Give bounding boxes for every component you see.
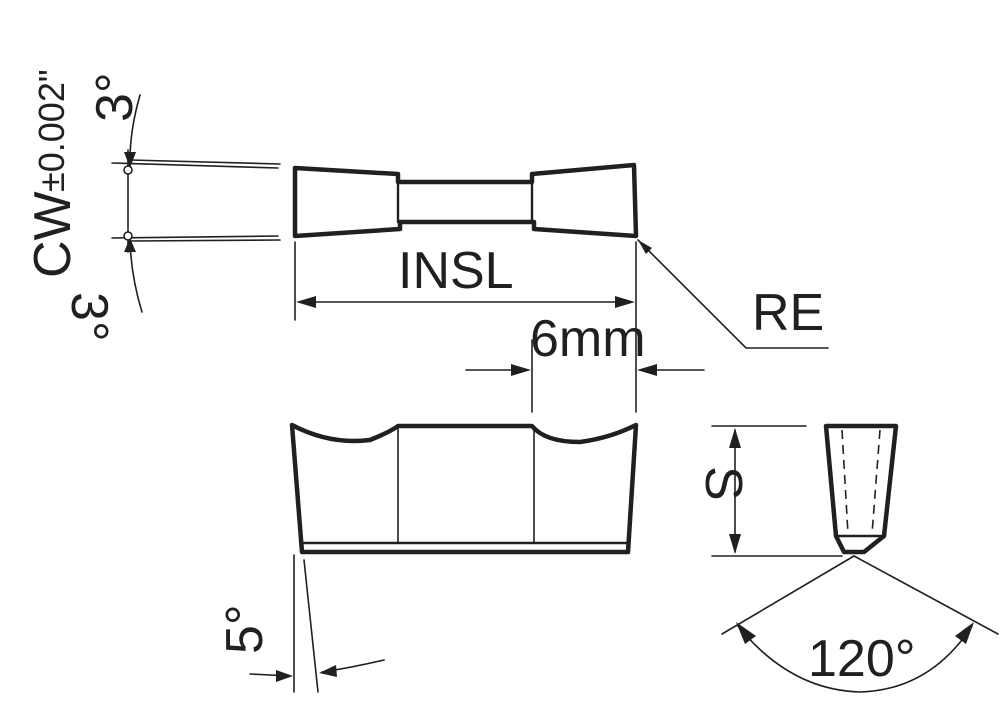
side-view [711, 423, 999, 693]
insl-arrow-left [296, 296, 316, 308]
s-arrow-bottom [729, 534, 741, 554]
angle-bottom-label: 3° [60, 292, 118, 342]
cw-tolerance-label: ±0.002" [31, 69, 72, 192]
s-label: S [694, 466, 752, 501]
re-label: RE [752, 284, 824, 342]
angle-120-arrow-left [736, 622, 756, 644]
width-6mm-arrow-right [637, 364, 657, 376]
angle-arc-bottom [129, 243, 143, 313]
re-leader [637, 239, 829, 349]
side-view-outline [823, 423, 899, 555]
cw-label-group: CW ±0.002" [24, 69, 82, 278]
front-view [249, 422, 639, 693]
front-view-outline [289, 422, 639, 555]
angle-5-arrow-right [319, 665, 337, 677]
angle-120-ray-right [853, 555, 999, 635]
angle-5-slanted [303, 559, 319, 693]
re-arrow [638, 240, 652, 254]
angle-120-arc [737, 625, 973, 693]
angle-120-label: 120° [808, 630, 916, 688]
insl-label: INSL [398, 242, 514, 300]
angle-120-arrow-right [955, 622, 974, 644]
cw-dot-bottom [123, 231, 133, 241]
cw-ext-top [111, 162, 279, 169]
width-6mm-arrow-left [511, 364, 531, 376]
angle-arrow-bottom [124, 238, 136, 252]
insl-arrow-right [615, 296, 635, 308]
cw-ext-bottom [111, 235, 279, 239]
cw-dot-top [123, 165, 133, 175]
side-hidden-right [871, 429, 881, 535]
angle-5-label: 5° [216, 604, 274, 654]
top-view-outline [292, 162, 639, 239]
angle-top-label: 3° [86, 72, 144, 122]
cw-taper-bottom [129, 239, 281, 242]
cw-taper-top [129, 159, 281, 165]
angle-5-arrow-left [276, 670, 293, 682]
s-arrow-top [729, 428, 741, 448]
angle-arrow-top [124, 152, 136, 168]
width-6mm-label: 6mm [530, 310, 646, 368]
cw-label: CW [24, 191, 82, 278]
side-hidden-left [841, 429, 849, 535]
angle-120-ray-left [721, 555, 855, 635]
top-view [111, 94, 829, 413]
labels: CW ±0.002" 3° 3° INSL RE 6mm S 5° 120° [24, 69, 916, 688]
